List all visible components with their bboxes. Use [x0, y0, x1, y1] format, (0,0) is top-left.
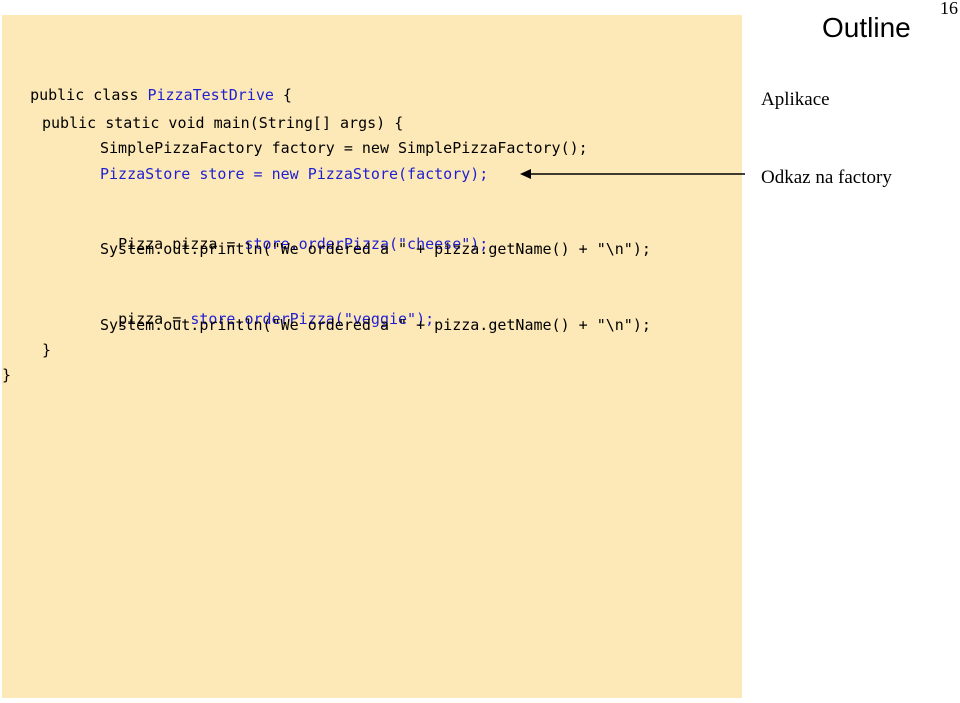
- code-line-close-class: }: [2, 366, 12, 384]
- code-brace: {: [273, 86, 292, 104]
- code-line-main: public static void main(String[] args) {: [42, 114, 404, 132]
- code-line-store: PizzaStore store = new PizzaStore(factor…: [100, 165, 489, 183]
- code-line-class-declaration: public class PizzaTestDrive {: [12, 65, 292, 105]
- code-line-println-1: System.out.println("We ordered a " + piz…: [100, 240, 651, 258]
- outline-entry-odkaz-na-factory[interactable]: Odkaz na factory: [761, 167, 892, 188]
- code-line-factory: SimplePizzaFactory factory = new SimpleP…: [100, 139, 588, 157]
- code-class-name: PizzaTestDrive: [147, 86, 274, 104]
- code-call-cheese: store.orderPizza("cheese");: [244, 235, 489, 253]
- code-line-order-cheese: Pizza pizza = store.orderPizza("cheese")…: [100, 214, 488, 254]
- code-panel: [2, 15, 742, 698]
- code-keyword: public class: [30, 86, 148, 104]
- code-line-order-veggie: pizza = store.orderPizza("veggie");: [100, 289, 434, 329]
- page-number: 16: [940, 0, 958, 18]
- outline-entry-aplikace[interactable]: Aplikace: [761, 89, 830, 110]
- code-call-veggie: store.orderPizza("veggie");: [190, 310, 435, 328]
- code-text: pizza =: [118, 310, 191, 328]
- code-line-close-main: }: [42, 341, 52, 359]
- code-line-println-2: System.out.println("We ordered a " + piz…: [100, 316, 651, 334]
- code-text: Pizza pizza =: [118, 235, 245, 253]
- outline-title: Outline: [822, 12, 911, 43]
- outline-panel: [743, 15, 960, 698]
